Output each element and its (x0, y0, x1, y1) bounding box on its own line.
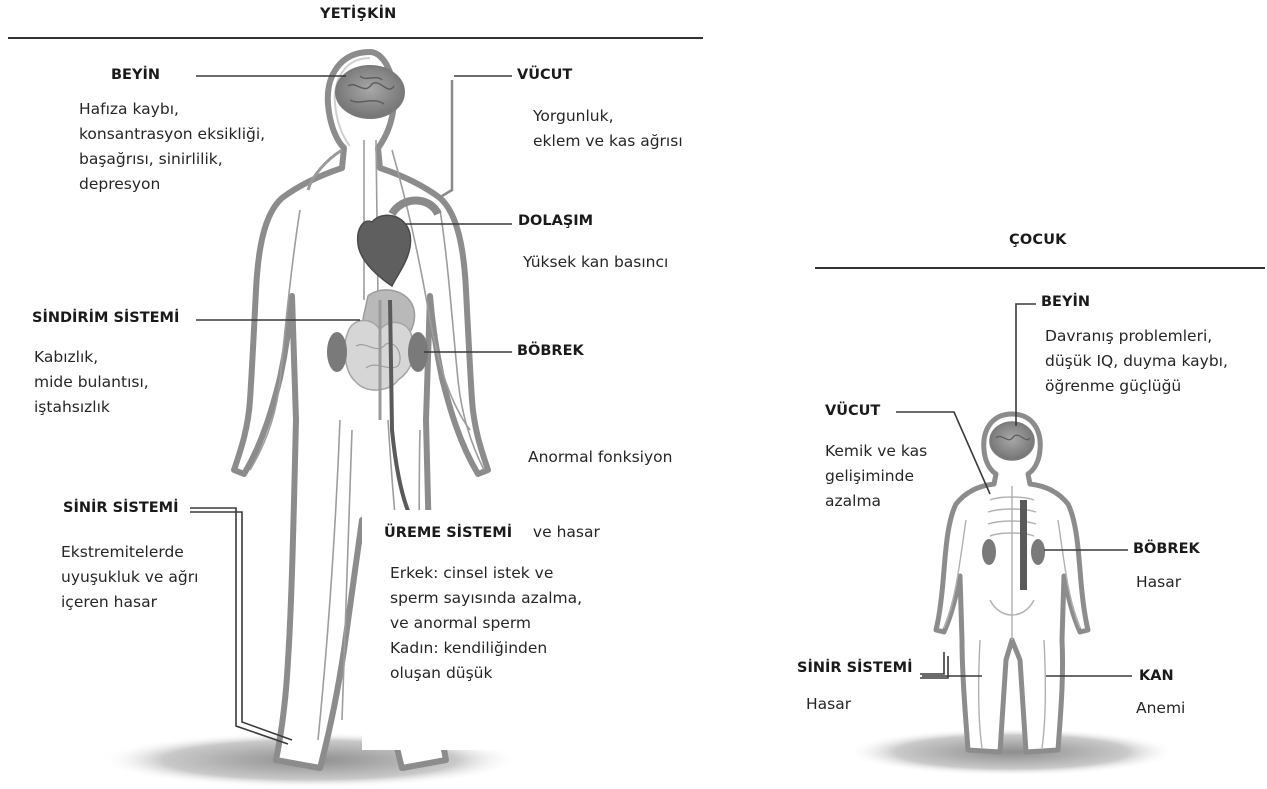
child-body-label: VÜCUT (825, 403, 880, 419)
child-body-line-3: azalma (825, 489, 927, 514)
child-nervous-desc: Hasar (806, 692, 851, 717)
adult-brain-desc: Hafıza kaybı, konsantrasyon eksikliği, b… (79, 97, 265, 197)
adult-digestive-desc: Kabızlık, mide bulantısı, iştahsızlık (34, 345, 149, 420)
adult-reproductive-line-1: Erkek: cinsel istek ve (390, 561, 582, 586)
adult-body-line-1: Yorgunluk, (533, 104, 683, 129)
child-blood-desc: Anemi (1136, 696, 1185, 721)
adult-kidney-label: BÖBREK (517, 343, 584, 359)
adult-kidney-line-1: Anormal fonksiyon (528, 445, 672, 470)
child-brain-label: BEYİN (1041, 294, 1090, 310)
adult-nervous-line-2: uyuşukluk ve ağrı (61, 565, 198, 590)
adult-kidney-left (327, 332, 347, 372)
adult-brain (336, 66, 404, 118)
adult-reproductive-line-5: oluşan düşük (390, 661, 582, 686)
adult-digestive-line-1: Kabızlık, (34, 345, 149, 370)
child-blood-label: KAN (1139, 668, 1174, 684)
adult-brain-line-3: başağrısı, sinirlilik, (79, 147, 265, 172)
child-spine-dark (1020, 500, 1027, 590)
adult-body-pointer (442, 80, 452, 196)
child-kidney-line-1: Hasar (1136, 570, 1181, 595)
adult-brain-line-4: depresyon (79, 172, 265, 197)
adult-reproductive-line-4: Kadın: kendiliğinden (390, 636, 582, 661)
child-brain-line-2: düşük IQ, duyma kaybı, (1045, 349, 1228, 374)
adult-circulation-desc: Yüksek kan basıncı (523, 250, 668, 275)
child-floor-shadow (847, 728, 1177, 776)
child-brain-desc: Davranış problemleri, düşük IQ, duyma ka… (1045, 324, 1228, 399)
adult-reproductive-line-2: sperm sayısında azalma, (390, 586, 582, 611)
adult-digestive-line-3: iştahsızlık (34, 395, 149, 420)
adult-digestive-label: SİNDİRİM SİSTEMİ (32, 310, 179, 326)
adult-reproductive-line-3: ve anormal sperm (390, 611, 582, 636)
child-kidney-desc: Hasar (1136, 570, 1181, 595)
adult-circulation-line-1: Yüksek kan basıncı (523, 250, 668, 275)
child-nervous-label: SİNİR SİSTEMİ (797, 660, 912, 676)
adult-nervous-desc: Ekstremitelerde uyuşukluk ve ağrı içeren… (61, 540, 198, 615)
adult-brain-label: BEYİN (111, 67, 160, 83)
adult-body-desc: Yorgunluk, eklem ve kas ağrısı (533, 104, 683, 154)
child-brain-line-3: öğrenme güçlüğü (1045, 374, 1228, 399)
adult-digestive-line-2: mide bulantısı, (34, 370, 149, 395)
adult-brain-line-1: Hafıza kaybı, (79, 97, 265, 122)
child-body-line-2: gelişiminde (825, 464, 927, 489)
child-brain-line-1: Davranış problemleri, (1045, 324, 1228, 349)
child-brain (990, 422, 1034, 460)
child-body-line-1: Kemik ve kas (825, 439, 927, 464)
adult-kidney-line-2: ve hasar (528, 520, 672, 545)
child-kidney-left (982, 539, 996, 565)
adult-reproductive-desc: Erkek: cinsel istek ve sperm sayısında a… (390, 561, 582, 686)
adult-circulation-label: DOLAŞIM (518, 213, 593, 229)
adult-nervous-line-3: içeren hasar (61, 590, 198, 615)
adult-reproductive-label: ÜREME SİSTEMİ (384, 525, 512, 541)
adult-body-label: VÜCUT (517, 67, 572, 83)
adult-nervous-label: SİNİR SİSTEMİ (63, 500, 178, 516)
adult-brain-line-2: konsantrasyon eksikliği, (79, 122, 265, 147)
child-kidney-right (1031, 539, 1045, 565)
adult-kidney-desc: Anormal fonksiyon ve hasar (528, 395, 672, 570)
child-kidney-label: BÖBREK (1133, 541, 1200, 557)
child-nervous-line-1: Hasar (806, 692, 851, 717)
adult-title: YETİŞKİN (320, 6, 397, 22)
child-blood-line-1: Anemi (1136, 696, 1185, 721)
child-body-desc: Kemik ve kas gelişiminde azalma (825, 439, 927, 514)
adult-body-line-2: eklem ve kas ağrısı (533, 129, 683, 154)
child-title: ÇOCUK (1009, 232, 1067, 248)
adult-nervous-line-1: Ekstremitelerde (61, 540, 198, 565)
